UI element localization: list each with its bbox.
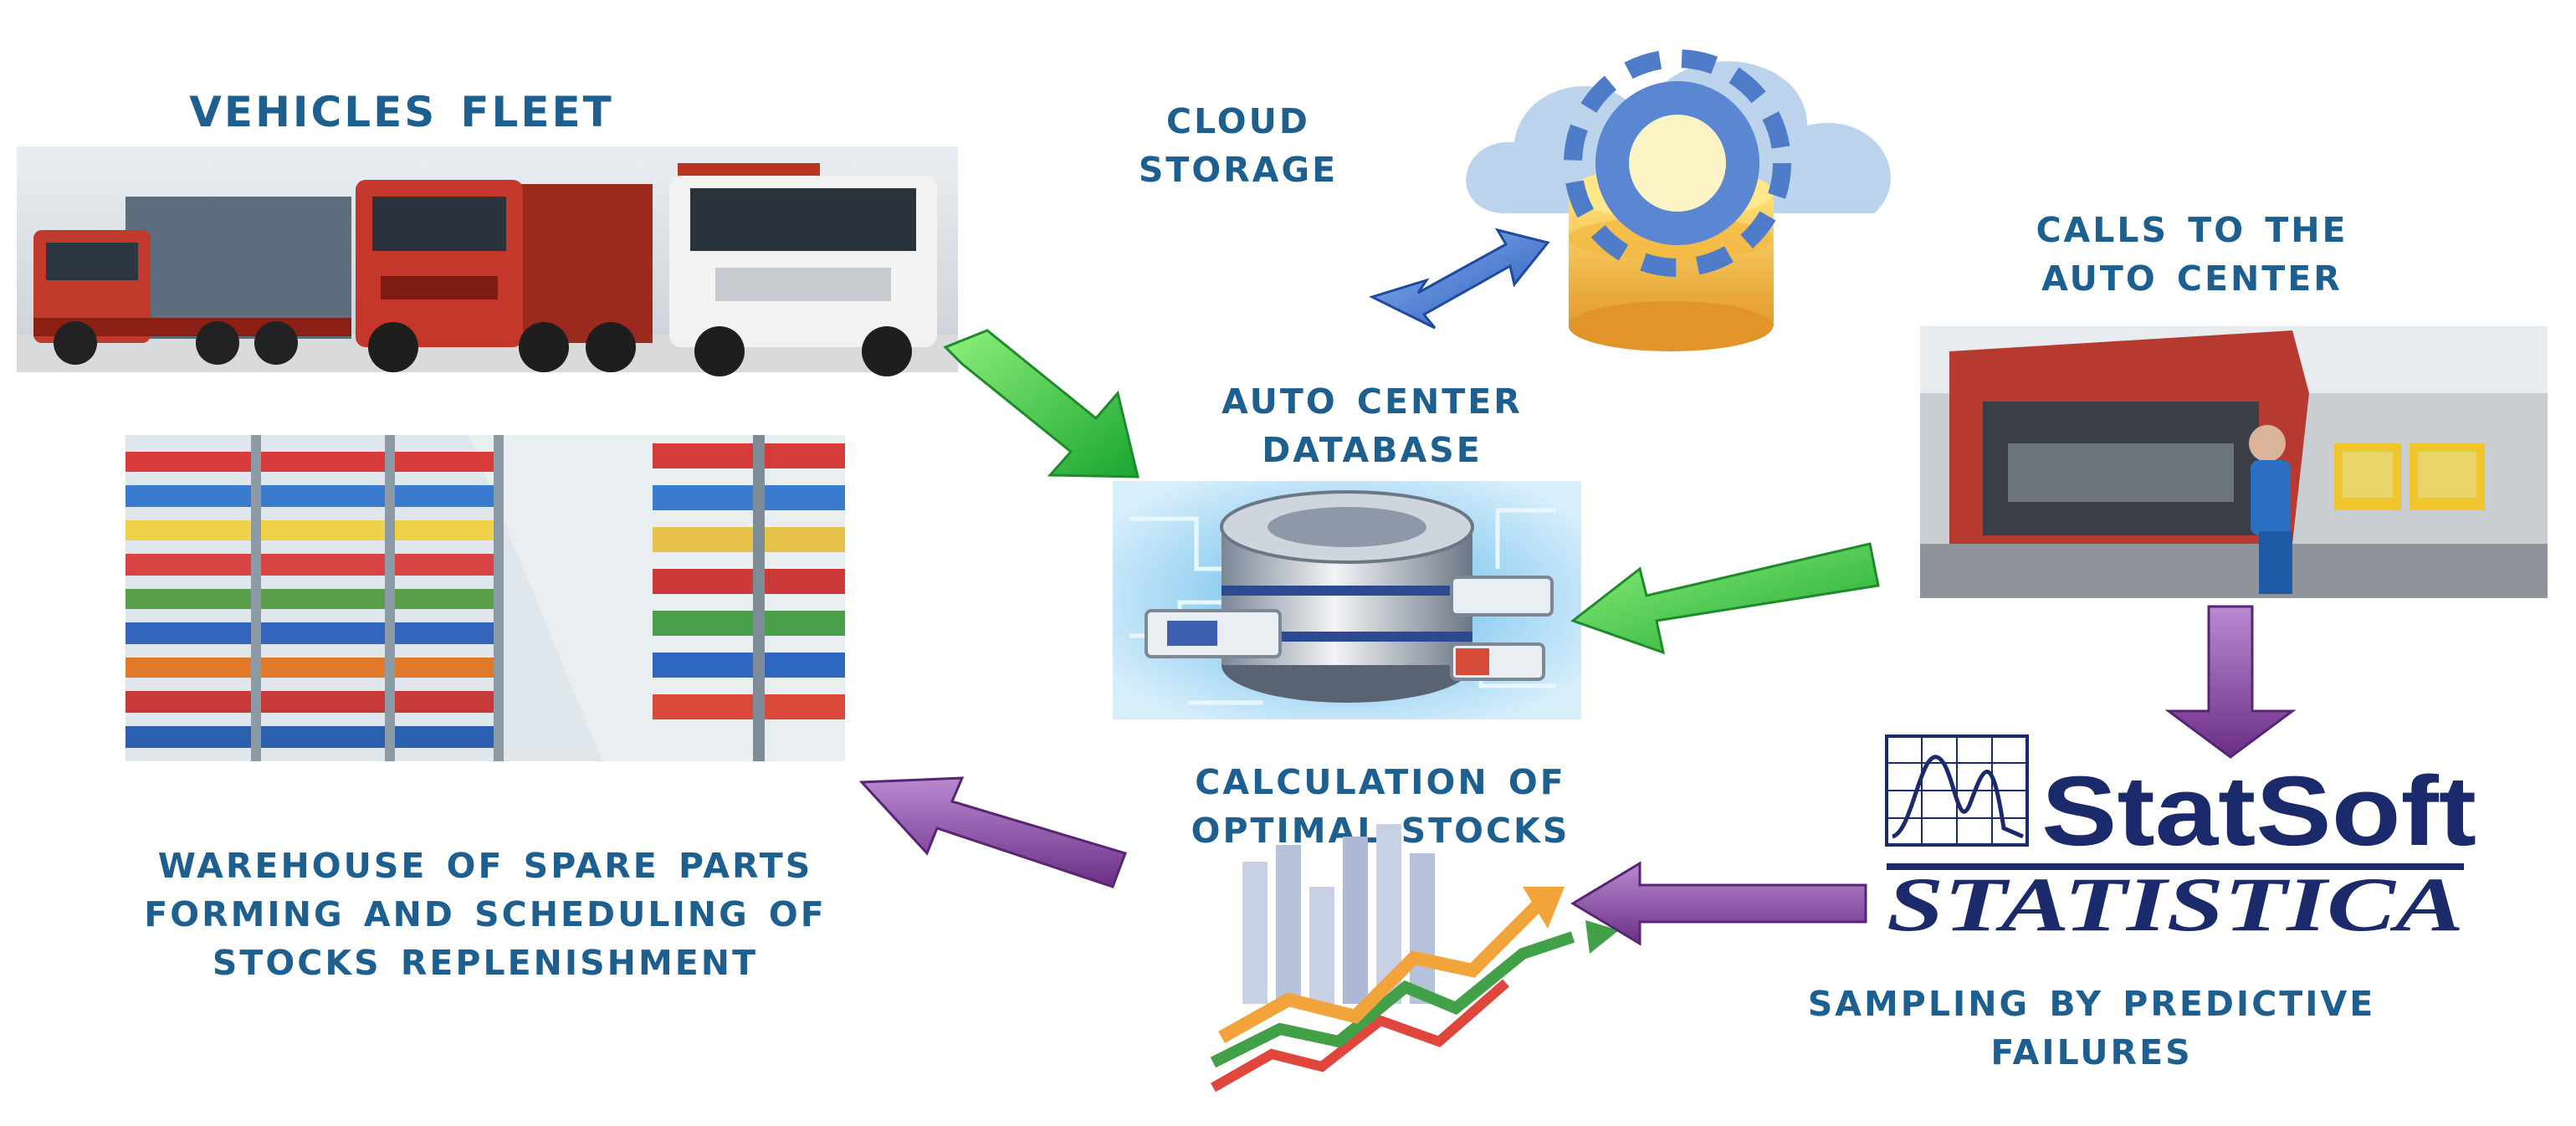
label-line: Sampling by Predictive bbox=[1807, 970, 2376, 1027]
statsoft-logo: StatSoft STATISTICA bbox=[1885, 734, 2476, 947]
label-vehicles-fleet: Vehicles Fleet bbox=[92, 75, 711, 136]
arrow-calls-to-statistica bbox=[2164, 605, 2297, 759]
label-warehouse: Warehouse of spare parts forming and sch… bbox=[17, 837, 954, 982]
label-calls-to-center: Calls to the auto center bbox=[1924, 201, 2460, 298]
truck-cab-red bbox=[1949, 330, 2309, 544]
arrow-database-cloud-bidirectional bbox=[1368, 228, 1550, 330]
warehouse-image bbox=[125, 435, 845, 761]
statsoft-text: StatSoft bbox=[2041, 756, 2476, 867]
usb-plug-left bbox=[1145, 609, 1282, 658]
shelving-right bbox=[653, 435, 845, 761]
stock-chart-icon bbox=[1210, 824, 1619, 1093]
label-cloud-storage: Cloud storage bbox=[1063, 92, 1414, 189]
label-line: Warehouse of spare parts bbox=[157, 832, 813, 889]
truck-2 bbox=[356, 180, 653, 372]
label-line: Calls to the bbox=[2036, 197, 2348, 253]
cloud-storage-icon bbox=[1466, 49, 1892, 351]
arrow-statistica-to-calculation bbox=[1570, 861, 1867, 946]
truck-3 bbox=[669, 163, 937, 376]
truck-1 bbox=[33, 197, 351, 365]
label-line: Cloud bbox=[1166, 88, 1310, 145]
auto-center-database-icon bbox=[1113, 481, 1581, 719]
label-line: Calculation of bbox=[1195, 749, 1566, 806]
label-line: stocks replenishment bbox=[212, 929, 759, 986]
label-line: Failures bbox=[1990, 1019, 2193, 1076]
label-line: database bbox=[1262, 417, 1483, 473]
label-auto-center-db: Auto center database bbox=[1113, 372, 1631, 469]
shelving-left bbox=[125, 435, 504, 761]
label-line: Vehicles Fleet bbox=[189, 70, 614, 141]
label-line: auto center bbox=[2041, 245, 2343, 302]
gear-icon bbox=[1564, 49, 1791, 277]
label-sampling: Sampling by Predictive Failures bbox=[1698, 975, 2485, 1072]
trucks-image bbox=[17, 146, 958, 376]
arrow-calls-to-database bbox=[1570, 542, 1880, 655]
label-calculation: Calculation of optimal stocks bbox=[1079, 753, 1682, 850]
usb-plug-right bbox=[1450, 576, 1554, 681]
auto-center-photo bbox=[1920, 326, 2548, 598]
mechanic bbox=[2249, 425, 2292, 594]
label-line: forming and scheduling of bbox=[144, 881, 827, 938]
arrow-calculation-to-warehouse bbox=[858, 776, 1127, 888]
tool-boards bbox=[2334, 443, 2485, 510]
statistica-text: STATISTICA bbox=[1887, 862, 2464, 947]
arrow-fleet-to-database bbox=[943, 329, 1139, 479]
label-line: storage bbox=[1138, 136, 1339, 193]
label-line: Auto center bbox=[1221, 368, 1523, 425]
